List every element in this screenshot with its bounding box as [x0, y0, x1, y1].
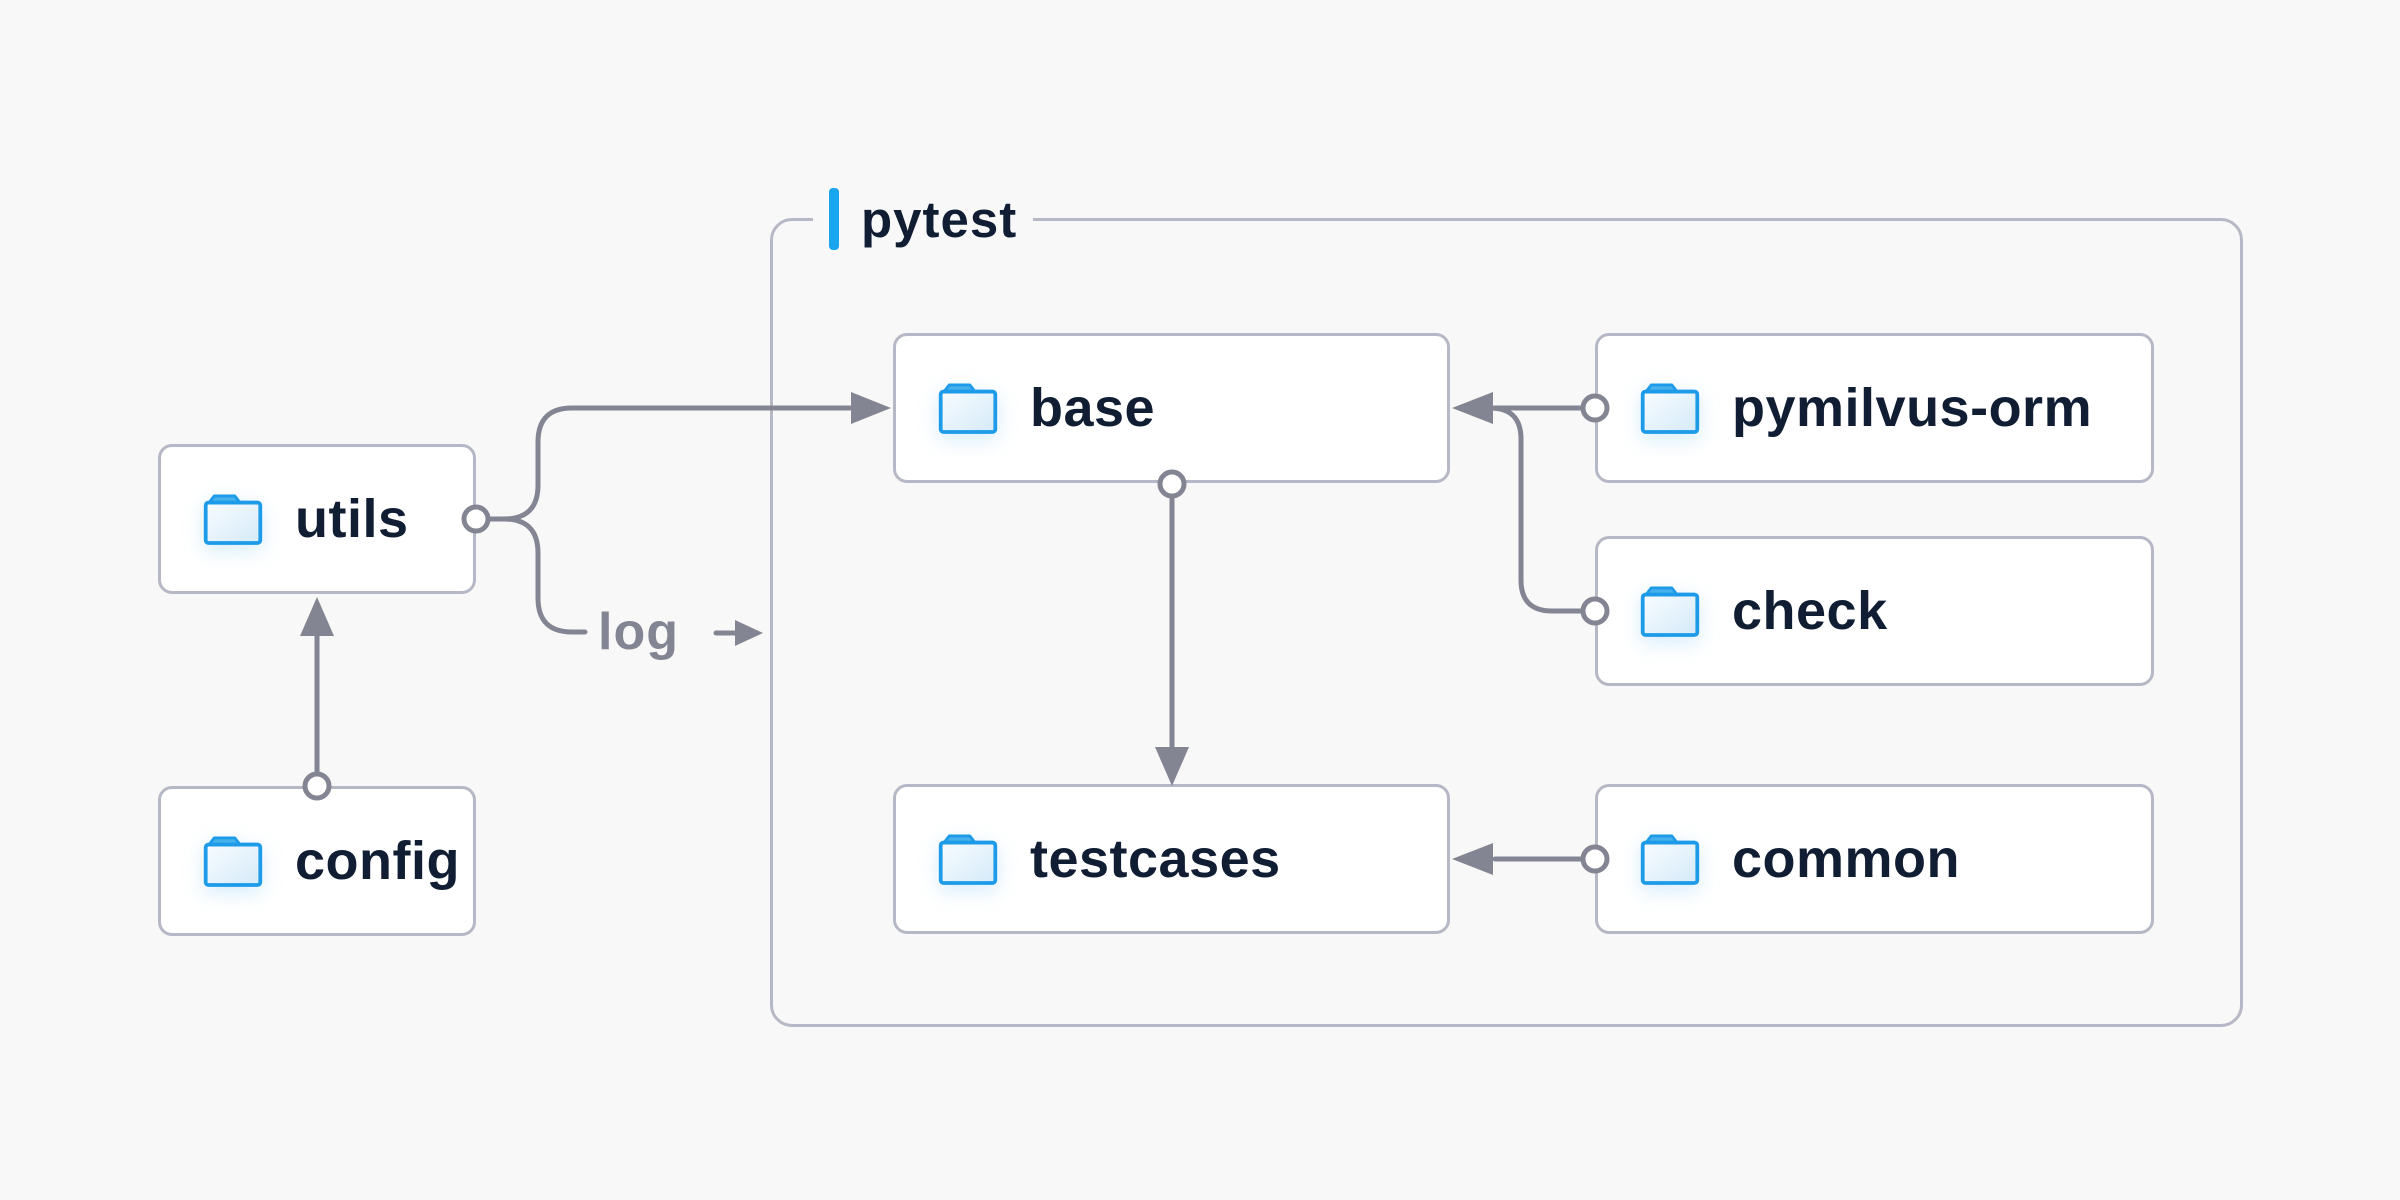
node-label: pymilvus-orm: [1732, 378, 2093, 438]
folder-icon: [1640, 383, 1700, 434]
arrowhead-log: [735, 620, 763, 646]
edge-utils-log: [487, 516, 588, 635]
node-label: base: [1030, 378, 1156, 438]
edge-label-log: log: [598, 603, 679, 661]
folder-icon: [203, 494, 263, 545]
node-label: utils: [295, 489, 409, 549]
folder-icon: [1640, 586, 1700, 637]
node-utils: utils: [158, 444, 476, 594]
node-base: base: [893, 333, 1450, 483]
node-label: config: [295, 831, 460, 891]
folder-icon: [1640, 834, 1700, 885]
folder-icon: [938, 383, 998, 434]
arrowhead-into-utils: [300, 597, 334, 636]
node-check: check: [1595, 536, 2154, 686]
pytest-group-title: pytest: [861, 190, 1018, 248]
node-pymilvus-orm: pymilvus-orm: [1595, 333, 2154, 483]
accent-bar: [829, 188, 839, 250]
node-testcases: testcases: [893, 784, 1450, 934]
pytest-group-frame: pytest: [770, 187, 2243, 1027]
node-label: testcases: [1030, 829, 1281, 889]
node-common: common: [1595, 784, 2154, 934]
folder-icon: [938, 834, 998, 885]
pytest-group-label: pytest: [813, 187, 1034, 251]
node-label: common: [1732, 829, 1961, 889]
node-label: check: [1732, 581, 1888, 641]
folder-icon: [203, 836, 263, 887]
node-config: config: [158, 786, 476, 936]
